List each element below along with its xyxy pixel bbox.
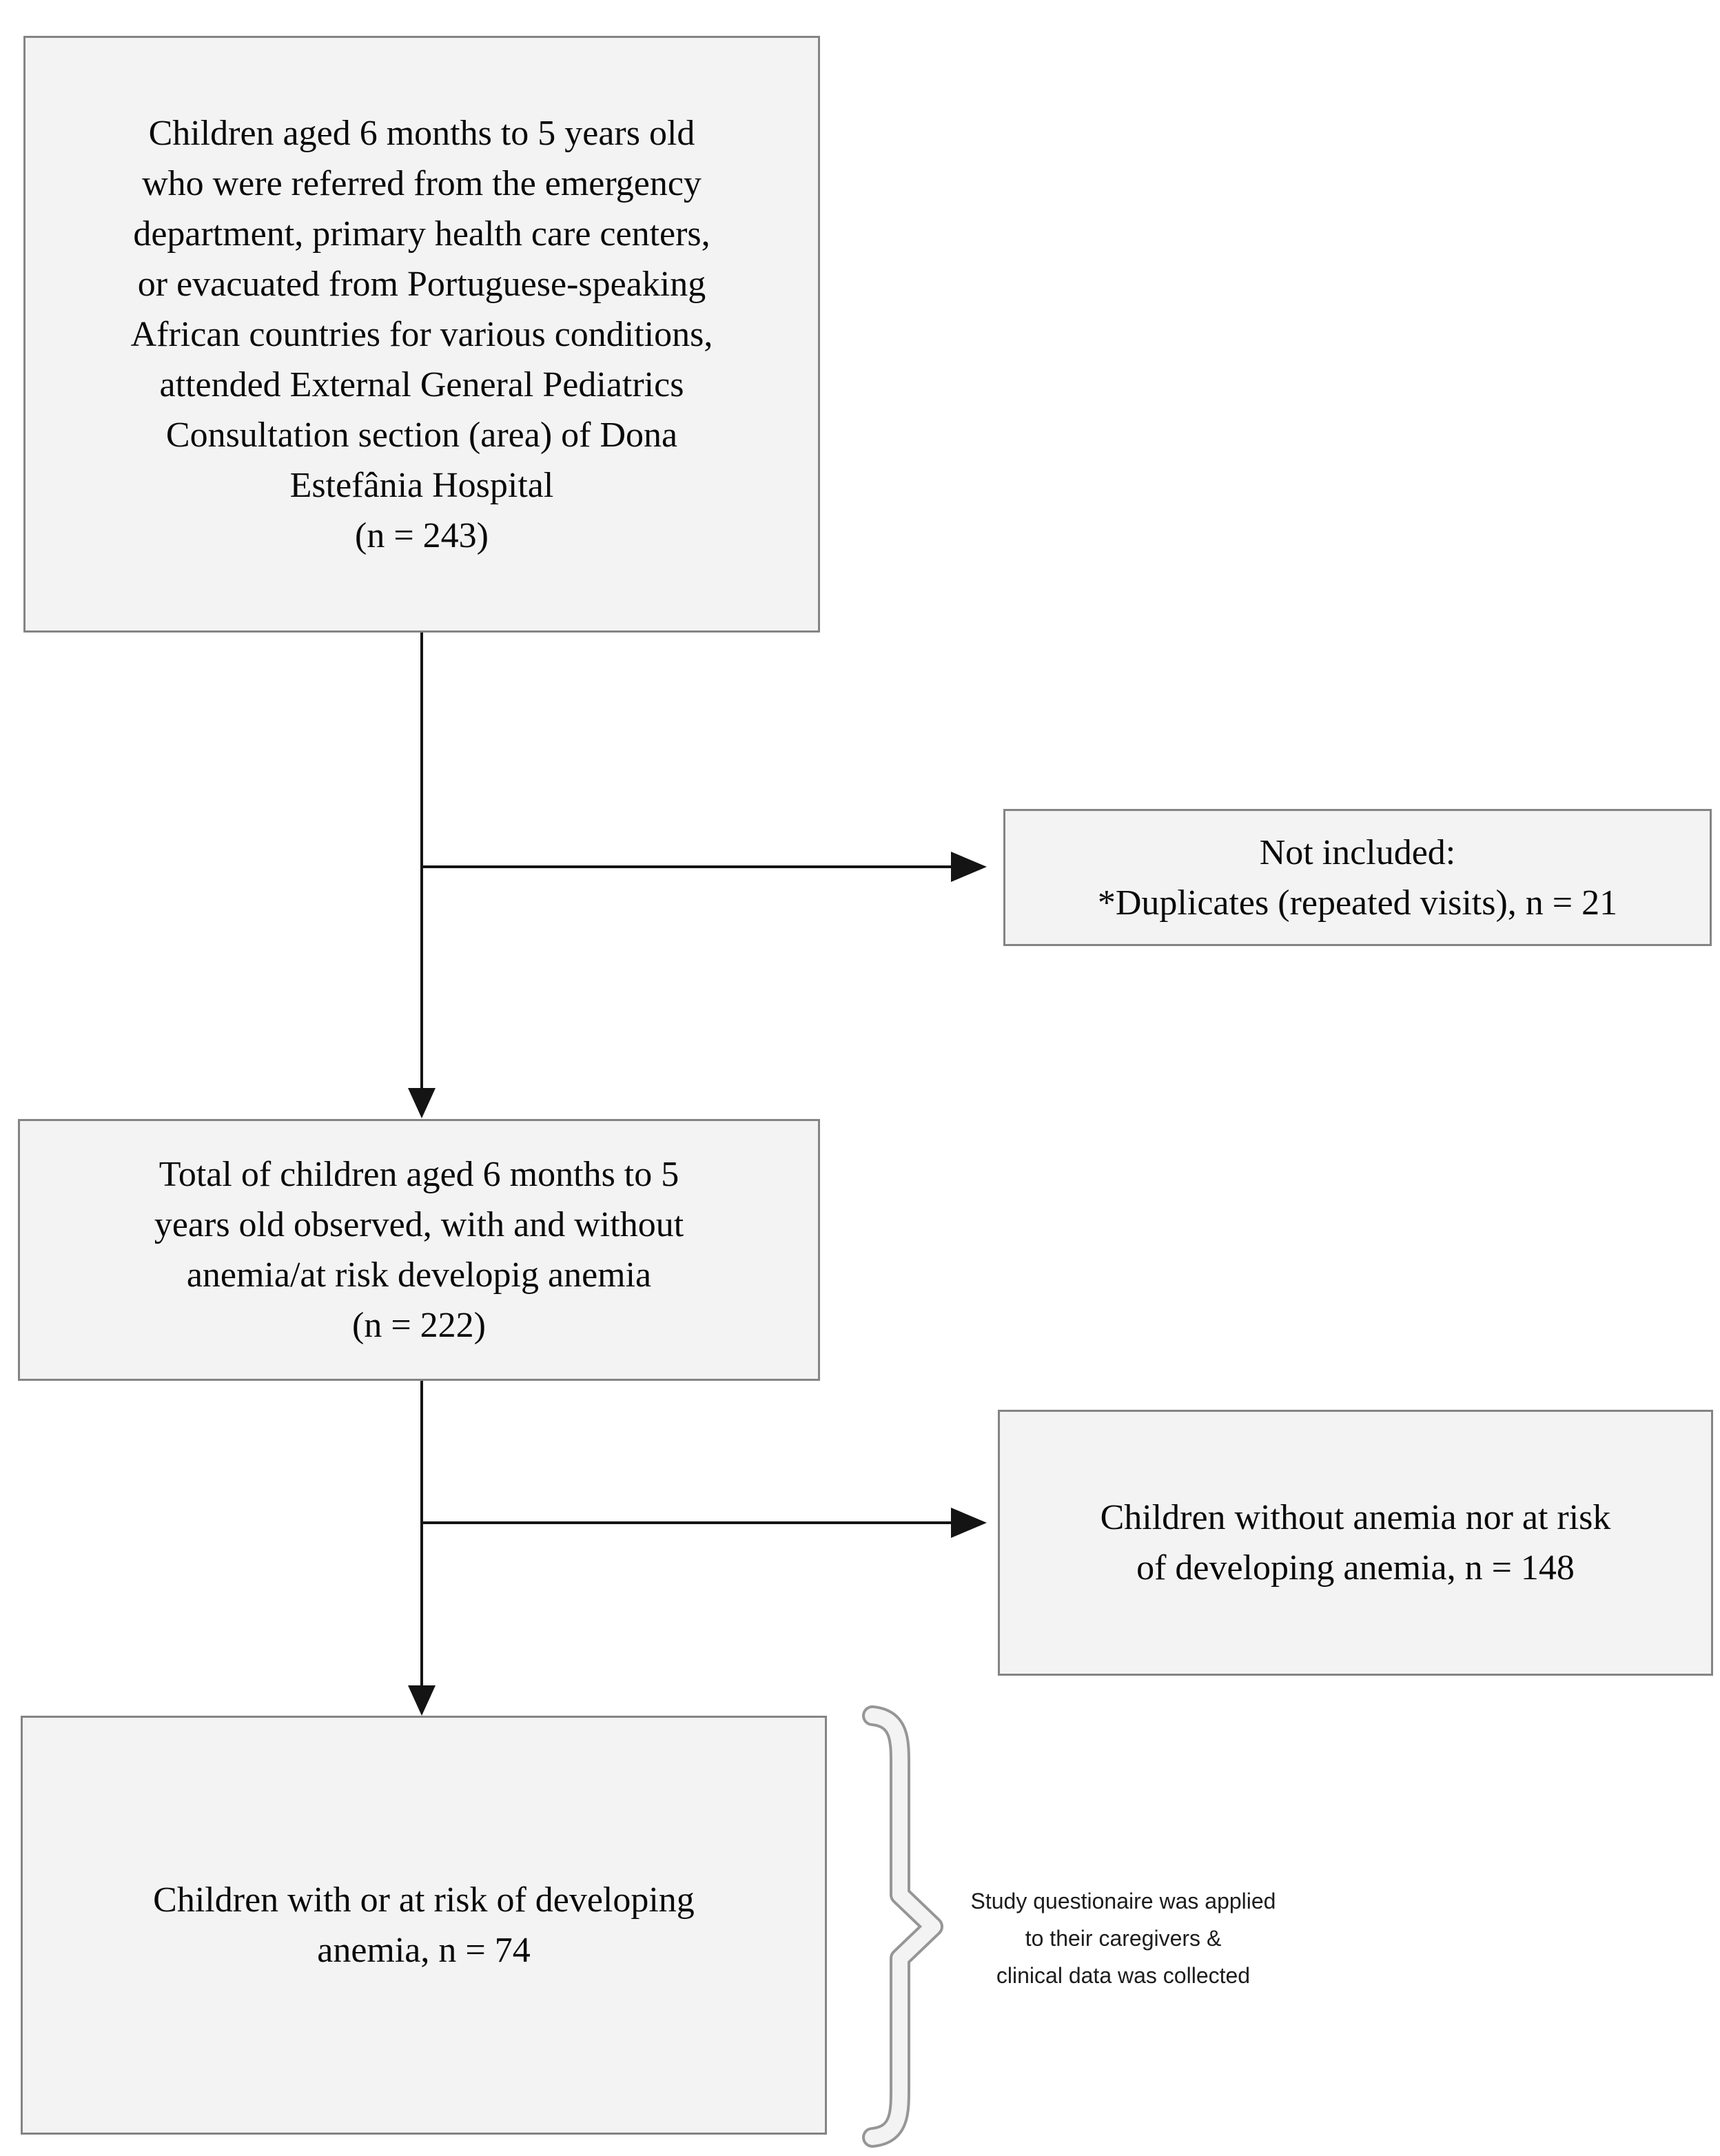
box-total-observed: Total of children aged 6 months to 5 yea…	[18, 1119, 820, 1381]
arrowhead-right-icon	[951, 852, 987, 882]
curly-brace-icon	[862, 1705, 943, 2148]
connector-source-to-observed	[420, 633, 423, 1091]
arrowhead-down-icon	[408, 1685, 436, 1716]
arrowhead-right-icon	[951, 1508, 987, 1538]
brace-annotation: Study questionaire was applied to their …	[970, 1889, 1276, 1988]
arrowhead-down-icon	[408, 1088, 436, 1118]
connector-observed-to-anemia	[420, 1381, 423, 1688]
box-not-included-text: Not included: *Duplicates (repeated visi…	[1097, 832, 1618, 923]
box-without-anemia: Children without anemia nor at risk of d…	[998, 1410, 1713, 1676]
box-without-anemia-text: Children without anemia nor at risk of d…	[1100, 1498, 1611, 1588]
branch-to-not-included	[422, 865, 951, 868]
box-source-text: Children aged 6 months to 5 years old wh…	[130, 113, 713, 555]
box-with-anemia-text: Children with or at risk of developing a…	[153, 1880, 695, 1970]
box-not-included: Not included: *Duplicates (repeated visi…	[1003, 809, 1712, 946]
box-with-anemia: Children with or at risk of developing a…	[21, 1716, 827, 2135]
box-total-observed-text: Total of children aged 6 months to 5 yea…	[154, 1155, 684, 1345]
branch-to-without-anemia	[422, 1521, 951, 1524]
box-source-population: Children aged 6 months to 5 years old wh…	[23, 36, 820, 633]
